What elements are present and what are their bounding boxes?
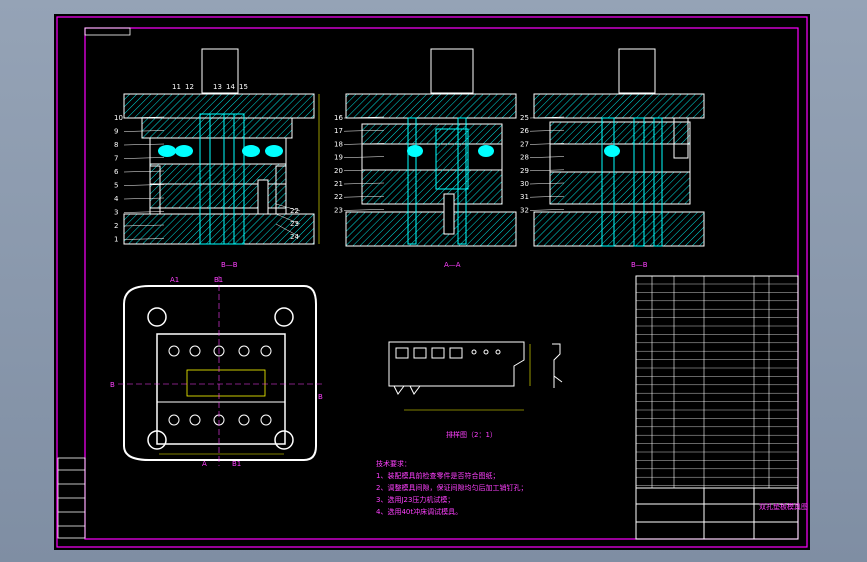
part-label-right-27-leader [529, 143, 565, 145]
part-label-7: 7 [114, 155, 118, 163]
part-label-9-leader [123, 130, 165, 132]
section-title-middle: A—A [444, 261, 461, 269]
part-label-left-24-leader [275, 223, 301, 238]
part-label-8: 8 [114, 141, 118, 149]
part-label-right-29: 29 [520, 167, 529, 175]
part-label-mid-19: 19 [334, 154, 343, 162]
section-title-left: B—B [221, 261, 238, 269]
part-label-6-leader [123, 170, 165, 173]
section-view-right [533, 48, 705, 247]
part-label-left-23-leader [275, 213, 301, 225]
part-label-right-26-leader [529, 129, 565, 132]
strip-layout [388, 341, 563, 411]
part-label-mid-16-leader [343, 116, 385, 119]
part-label-3-leader [123, 211, 165, 213]
section-view-middle [345, 48, 517, 247]
part-label-right-30-leader [529, 182, 565, 185]
plan-marker-b1-bottom: B1 [232, 460, 241, 468]
plan-marker-b-right: B [318, 393, 323, 401]
part-label-left-23: 23 [290, 220, 299, 228]
bom-table [635, 275, 799, 540]
part-label-right-25: 25 [520, 114, 529, 122]
part-label-right-28: 28 [520, 154, 529, 162]
part-label-mid-21: 21 [334, 180, 343, 188]
part-label-mid-21-leader [343, 182, 385, 185]
part-label-5: 5 [114, 182, 118, 190]
part-label-mid-16: 16 [334, 114, 343, 122]
corner-tag-box [84, 27, 131, 36]
tech-req-item-2: 2、调整模具间隙，保证间隙均匀后加工销钉孔； [376, 483, 527, 492]
tech-req-item-1: 1、装配模具前检查零件是否符合图纸； [376, 471, 499, 480]
drawing-name: 双孔垫板模具图 [759, 502, 808, 511]
part-label-right-26: 26 [520, 127, 529, 135]
part-label-mid-23: 23 [334, 206, 343, 214]
part-label-right-31: 31 [520, 193, 529, 201]
part-label-10-leader [123, 116, 165, 119]
tech-req-item-3: 3、选用J23压力机试模； [376, 495, 454, 504]
part-label-15: 15 [239, 83, 248, 91]
left-margin-table [57, 457, 86, 539]
part-label-2-leader [123, 224, 165, 227]
plan-marker-b-left: B [110, 381, 115, 389]
part-label-9: 9 [114, 128, 118, 136]
part-label-mid-18: 18 [334, 140, 343, 148]
part-label-mid-18-leader [343, 143, 385, 145]
plan-marker-a1: A1 [170, 276, 179, 284]
cad-viewport[interactable]: B—B A—A B—B A1 B1 A B1 B B 排样图（2：1） 技术要求… [54, 14, 810, 550]
part-label-right-29-leader [529, 169, 565, 172]
tech-req-item-4: 4、选用40t冲床调试模具。 [376, 507, 462, 516]
part-label-mid-23-leader [343, 209, 385, 211]
cad-drawing: B—B A—A B—B A1 B1 A B1 B B 排样图（2：1） 技术要求… [56, 16, 808, 548]
part-label-14: 14 [226, 83, 235, 91]
section-view-left [123, 48, 320, 245]
part-label-mid-22-leader [343, 195, 385, 198]
part-label-right-28-leader [529, 156, 565, 158]
plan-view [118, 276, 324, 466]
part-label-right-32: 32 [520, 206, 529, 214]
part-label-4: 4 [114, 195, 119, 203]
part-label-left-22: 22 [290, 207, 299, 215]
plan-marker-a-bottom: A [202, 460, 207, 468]
part-label-2: 2 [114, 222, 118, 230]
part-label-left-24: 24 [290, 233, 299, 241]
part-label-mid-22: 22 [334, 193, 343, 201]
part-label-mid-20-leader [343, 169, 385, 172]
layout-title: 排样图（2：1） [446, 430, 497, 439]
part-label-12: 12 [185, 83, 194, 91]
part-label-mid-17-leader [343, 129, 385, 132]
part-label-11: 11 [172, 83, 181, 91]
part-label-right-31-leader [529, 195, 565, 198]
part-label-6: 6 [114, 168, 119, 176]
part-label-right-27: 27 [520, 140, 529, 148]
part-label-mid-20: 20 [334, 167, 343, 175]
plan-marker-b1: B1 [214, 276, 223, 284]
outer-frame [56, 16, 808, 548]
part-label-4-leader [123, 197, 165, 200]
part-label-right-32-leader [529, 209, 565, 211]
part-label-5-leader [123, 184, 165, 186]
part-label-right-25-leader [529, 116, 565, 119]
part-label-left-22-leader [275, 203, 301, 212]
part-label-8-leader [123, 143, 165, 146]
part-label-10: 10 [114, 114, 123, 122]
section-title-right: B—B [631, 261, 648, 269]
tech-req-heading: 技术要求： [376, 459, 411, 468]
part-label-7-leader [123, 157, 165, 159]
part-label-mid-17: 17 [334, 127, 343, 135]
part-label-3: 3 [114, 209, 118, 217]
part-label-1: 1 [114, 236, 118, 244]
part-label-mid-19-leader [343, 156, 385, 158]
part-label-13: 13 [213, 83, 222, 91]
part-label-right-30: 30 [520, 180, 529, 188]
part-label-1-leader [123, 238, 165, 240]
